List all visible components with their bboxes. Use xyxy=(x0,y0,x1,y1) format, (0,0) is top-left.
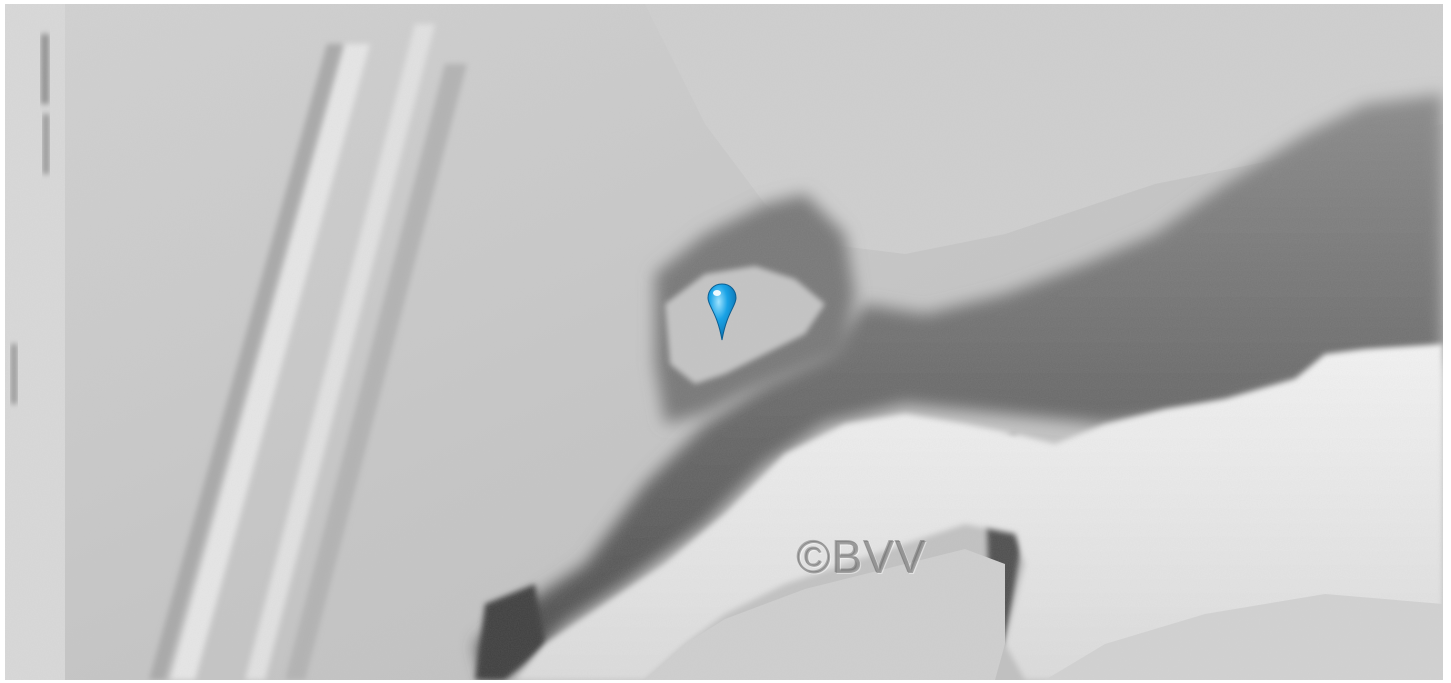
hillshade-terrain xyxy=(5,4,1443,680)
map-pin-icon[interactable] xyxy=(705,282,739,344)
attribution-watermark: ©BVV xyxy=(797,531,927,583)
map-view[interactable]: ©BVV xyxy=(5,4,1443,680)
